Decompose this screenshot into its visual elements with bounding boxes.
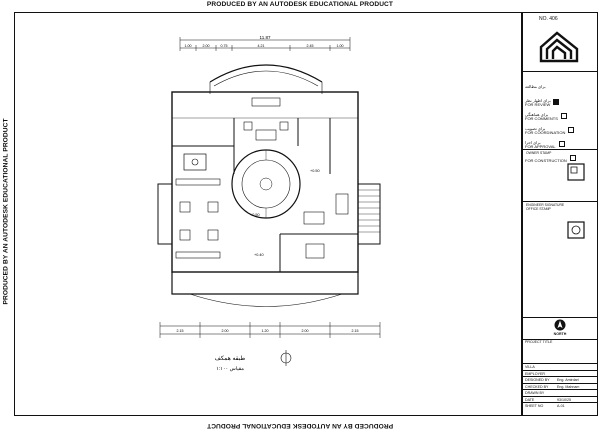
level-2: +0.50: [250, 213, 260, 217]
dim-top-3: 0.75: [221, 44, 228, 48]
checkbox-coordination[interactable]: [568, 126, 575, 133]
north-label: NORTH: [553, 332, 567, 336]
watermark-bottom: PRODUCED BY AN AUTODESK EDUCATIONAL PROD…: [206, 422, 394, 429]
info-section: PROJECT TITLE VILLA EMPLOYER DESIGNED BY…: [523, 339, 597, 415]
checkbox-approval[interactable]: [558, 140, 565, 147]
status-approval[interactable]: برای تصویب FOR APPROVAL: [525, 117, 565, 153]
engineer-stamp-label: ENGINEER SIGNATURE OFFICE STAMP: [526, 203, 565, 212]
dim-top-2: 2.00: [203, 44, 210, 48]
floor-plan: 11.87 1.00 2.00 0.75 4.21 2.45 1.00 2.15…: [157, 35, 381, 372]
firm-logo-icon: [539, 31, 579, 63]
status-comments[interactable]: برای اظهار نظر FOR COMMENTS: [525, 89, 567, 125]
dim-bottom-3: 1.20: [262, 329, 269, 333]
dim-top-5: 2.45: [307, 44, 314, 48]
dim-bottom-4: 2.00: [302, 329, 309, 333]
dim-top-1: 1.00: [185, 44, 192, 48]
project-title-label: PROJECT TITLE: [525, 340, 553, 344]
seal-icon: [567, 221, 585, 239]
level-3: +0.40: [254, 253, 264, 257]
field-drawn-by: DRAWN BY: [523, 389, 597, 396]
field-employer: EMPLOYER: [523, 369, 597, 377]
title-block: NO. 406 برای مطالعه FOR REVIEW برای اظها…: [522, 12, 598, 416]
engineer-stamp-section: ENGINEER SIGNATURE OFFICE STAMP: [523, 201, 597, 318]
status-coordination[interactable]: برای هماهنگی FOR COORDINATION: [525, 103, 575, 139]
stamp-icon: [567, 163, 585, 181]
owner-stamp-label: OWNER STAMP: [526, 151, 552, 155]
drawing-frame: [14, 12, 522, 416]
dim-bottom-2: 2.00: [222, 329, 229, 333]
dim-top-4: 4.21: [258, 44, 265, 48]
plan-scale: مقیاس ۱:۱۰۰: [216, 366, 244, 372]
checkbox-review[interactable]: [553, 98, 560, 105]
watermark-left: PRODUCED BY AN AUTODESK EDUCATIONAL PROD…: [2, 118, 10, 305]
dim-bottom-1: 2.15: [177, 329, 184, 333]
north-arrow-icon: [554, 319, 566, 331]
status-construction[interactable]: برای اجرا FOR CONSTRUCTION: [525, 131, 576, 167]
logo-section: NO. 406: [523, 13, 597, 72]
checkbox-comments[interactable]: [560, 112, 567, 119]
checkbox-construction[interactable]: [569, 154, 576, 161]
field-villa: VILLA: [523, 363, 597, 370]
watermark-top: PRODUCED BY AN AUTODESK EDUCATIONAL PROD…: [206, 1, 394, 8]
plan-title: طبقه همکف: [215, 355, 246, 362]
sheet-number: NO. 406: [539, 16, 558, 22]
north-section: NORTH: [523, 317, 597, 340]
dim-bottom-5: 2.15: [352, 329, 359, 333]
level-1: +0.50: [310, 169, 320, 173]
status-section: برای مطالعه FOR REVIEW برای اظهار نظر FO…: [523, 71, 597, 163]
dim-overall: 11.87: [260, 35, 271, 40]
status-review[interactable]: برای مطالعه FOR REVIEW: [525, 75, 560, 111]
owner-stamp-section: OWNER STAMP: [523, 149, 597, 202]
dim-top-6: 1.00: [337, 44, 344, 48]
